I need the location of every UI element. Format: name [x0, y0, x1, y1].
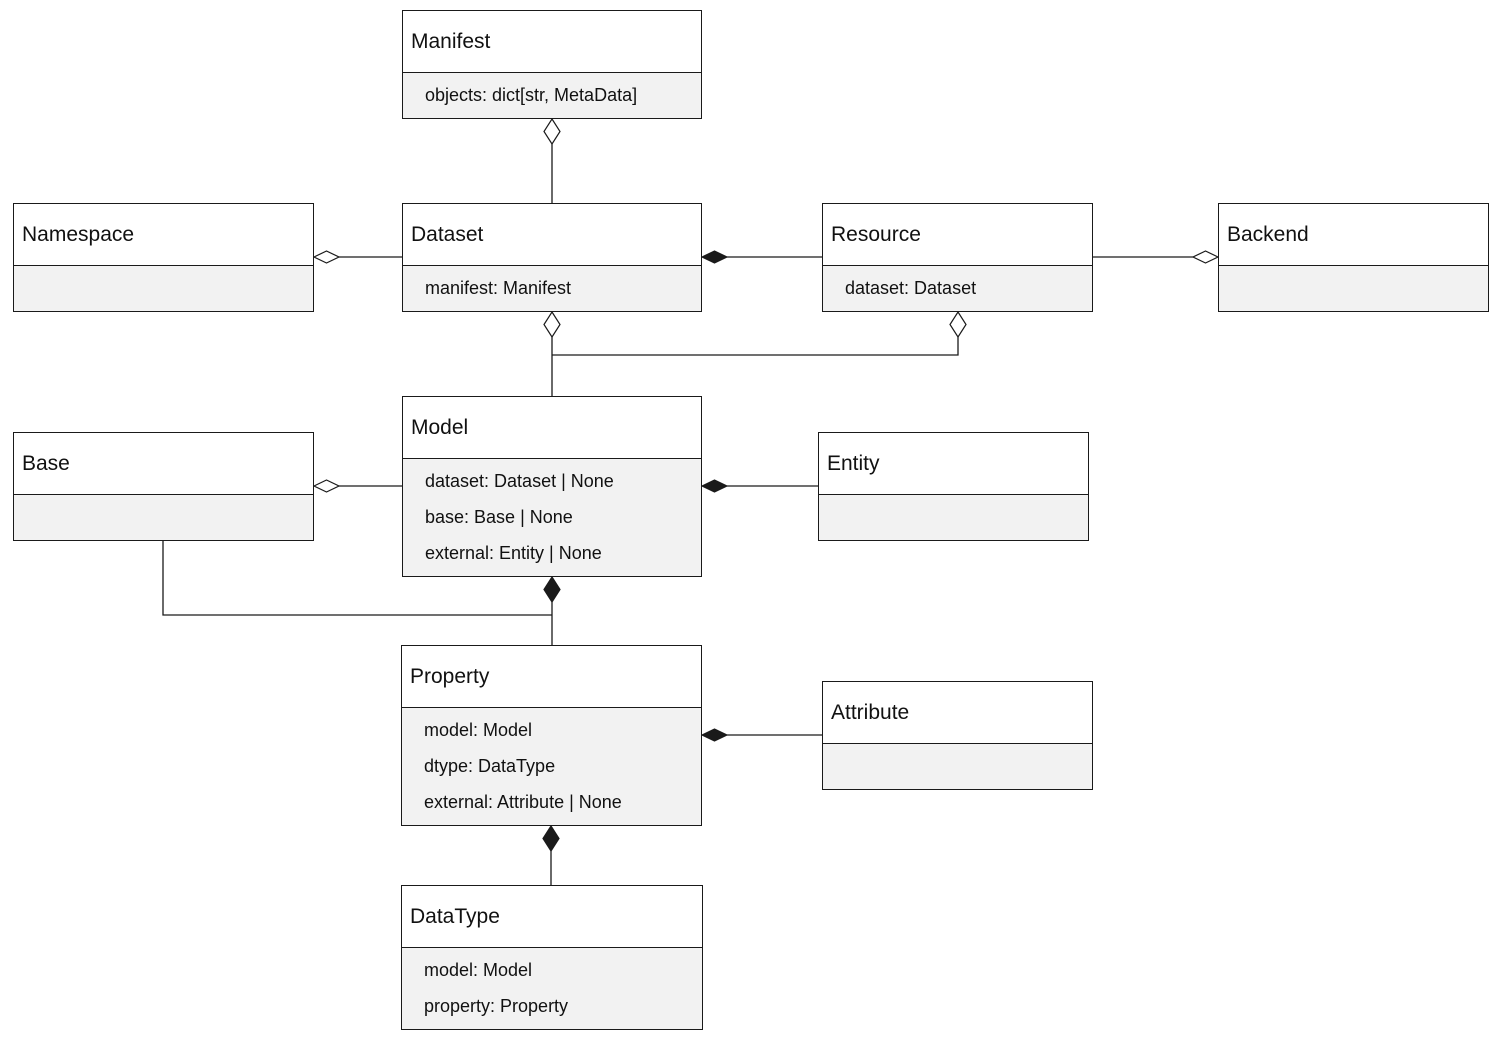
class-dataset-attributes: manifest: Manifest: [403, 266, 701, 311]
base-model-line: [162, 541, 552, 616]
base-aggregation-diamond: [312, 479, 341, 493]
attribute-external: external: Entity | None: [425, 543, 602, 563]
model-entity-composition-diamond: [700, 479, 729, 493]
dataset-composition-diamond: [700, 250, 729, 264]
namespace-aggregation-diamond: [312, 250, 341, 264]
class-manifest-attributes: objects: dict[str, MetaData]: [403, 73, 701, 118]
class-attribute-attributes: [823, 744, 1092, 789]
class-datatype-name: DataType: [402, 886, 702, 948]
class-namespace-name: Namespace: [14, 204, 313, 266]
class-model-attributes: dataset: Dataset | None base: Base | Non…: [403, 459, 701, 576]
class-namespace[interactable]: Namespace: [13, 203, 314, 312]
class-resource-name: Resource: [823, 204, 1092, 266]
property-attribute-composition-diamond: [700, 728, 729, 742]
class-entity-attributes: [819, 495, 1088, 540]
attribute-property: property: Property: [424, 996, 569, 1016]
dataset-aggregation-diamond: [543, 310, 561, 339]
class-backend-attributes: [1219, 266, 1488, 311]
class-base-name: Base: [14, 433, 313, 495]
attribute-objects: objects: dict[str, MetaData]: [425, 85, 638, 105]
class-property-attributes: model: Model dtype: DataType external: A…: [402, 708, 701, 825]
class-model[interactable]: Model dataset: Dataset | None base: Base…: [402, 396, 702, 577]
attribute-base: base: Base | None: [425, 507, 573, 527]
attribute-dataset: dataset: Dataset | None: [425, 471, 614, 491]
attribute-external: external: Attribute | None: [424, 792, 622, 812]
attribute-dataset: dataset: Dataset: [845, 278, 977, 298]
class-dataset[interactable]: Dataset manifest: Manifest: [402, 203, 702, 312]
class-base[interactable]: Base: [13, 432, 314, 541]
model-resource-line: [552, 337, 959, 356]
manifest-aggregation-diamond: [543, 117, 561, 146]
class-datatype[interactable]: DataType model: Model property: Property: [401, 885, 703, 1030]
class-resource-attributes: dataset: Dataset: [823, 266, 1092, 311]
model-composition-diamond: [543, 575, 561, 604]
property-composition-diamond: [542, 824, 560, 853]
class-manifest[interactable]: Manifest objects: dict[str, MetaData]: [402, 10, 702, 119]
class-manifest-name: Manifest: [403, 11, 701, 73]
class-namespace-attributes: [14, 266, 313, 311]
class-datatype-attributes: model: Model property: Property: [402, 948, 702, 1029]
class-dataset-name: Dataset: [403, 204, 701, 266]
class-attribute[interactable]: Attribute: [822, 681, 1093, 790]
class-base-attributes: [14, 495, 313, 540]
class-property[interactable]: Property model: Model dtype: DataType ex…: [401, 645, 702, 826]
backend-aggregation-diamond: [1191, 250, 1220, 264]
class-model-name: Model: [403, 397, 701, 459]
resource-aggregation-diamond: [949, 310, 967, 339]
class-backend[interactable]: Backend: [1218, 203, 1489, 312]
attribute-manifest: manifest: Manifest: [425, 278, 572, 298]
class-entity[interactable]: Entity: [818, 432, 1089, 541]
class-entity-name: Entity: [819, 433, 1088, 495]
class-backend-name: Backend: [1219, 204, 1488, 266]
class-property-name: Property: [402, 646, 701, 708]
attribute-dtype: dtype: DataType: [424, 756, 556, 776]
attribute-model: model: Model: [424, 960, 533, 980]
class-resource[interactable]: Resource dataset: Dataset: [822, 203, 1093, 312]
class-attribute-name: Attribute: [823, 682, 1092, 744]
attribute-model: model: Model: [424, 720, 533, 740]
